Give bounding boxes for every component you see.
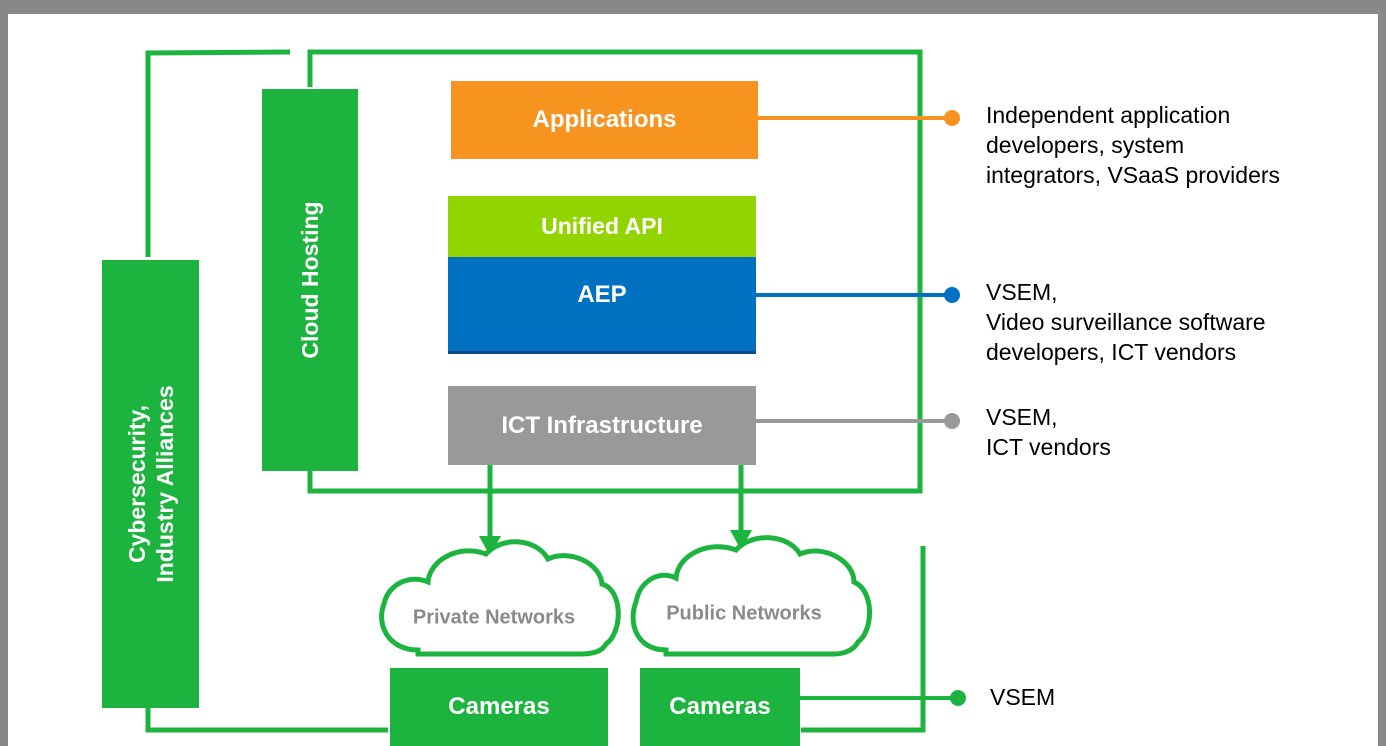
cameras-box-right: Cameras [640,668,800,746]
cloud-hosting-label: Cloud Hosting [297,201,323,359]
ict-stakeholders-line2: ICT vendors [986,434,1111,460]
aep-connector-dot [944,287,960,303]
cybersecurity-box: Cybersecurity, Industry Alliances [102,260,199,708]
cloud-hosting-box: Cloud Hosting [262,89,358,471]
cameras-box-left: Cameras [390,668,608,746]
cameras-stakeholders-line1: VSEM [990,684,1056,710]
aep-stakeholders: VSEM, Video surveillance software develo… [986,277,1266,367]
public-network-cloud [630,535,872,657]
applications-connector-dot [944,110,960,126]
ict-stakeholders-line1: VSEM, [986,404,1058,430]
aep-stakeholders-line2: Video surveillance software [986,309,1266,335]
diagram-canvas: Cybersecurity, Industry Alliances Cloud … [8,14,1378,746]
aep-box: AEP [448,257,756,354]
applications-stakeholders-line2: developers, system [986,132,1185,158]
private-network-cloud [379,539,621,657]
unified-api-box: Unified API [448,196,756,257]
aep-stakeholders-line3: developers, ICT vendors [986,339,1237,365]
applications-stakeholders: Independent application developers, syst… [986,100,1280,190]
applications-stakeholders-line1: Independent application [986,102,1231,128]
arrow-public-head [730,530,752,550]
camera-bracket-line [801,546,926,733]
ict-infrastructure-box: ICT Infrastructure [448,386,756,465]
cybersecurity-label-line2: Industry Alliances [151,385,178,583]
cybersecurity-bracket-line [145,49,291,257]
cybersecurity-label: Cybersecurity, Industry Alliances [123,385,179,582]
cameras-stakeholders: VSEM [990,682,1055,712]
applications-box: Applications [451,81,758,159]
cameras-connector-dot [950,690,966,706]
applications-stakeholders-line3: integrators, VSaaS providers [986,162,1281,188]
ict-connector-dot [944,413,960,429]
diagram-lines [145,49,966,733]
cloud-frame-line [307,49,923,494]
aep-stakeholders-line1: VSEM, [986,279,1058,305]
private-networks-label: Private Networks [412,606,576,629]
arrow-private-head [479,536,501,556]
cybersecurity-label-line1: Cybersecurity, [123,404,150,564]
ict-stakeholders: VSEM, ICT vendors [986,402,1111,462]
bottom-bracket-line [145,706,388,733]
public-networks-label: Public Networks [666,602,822,625]
